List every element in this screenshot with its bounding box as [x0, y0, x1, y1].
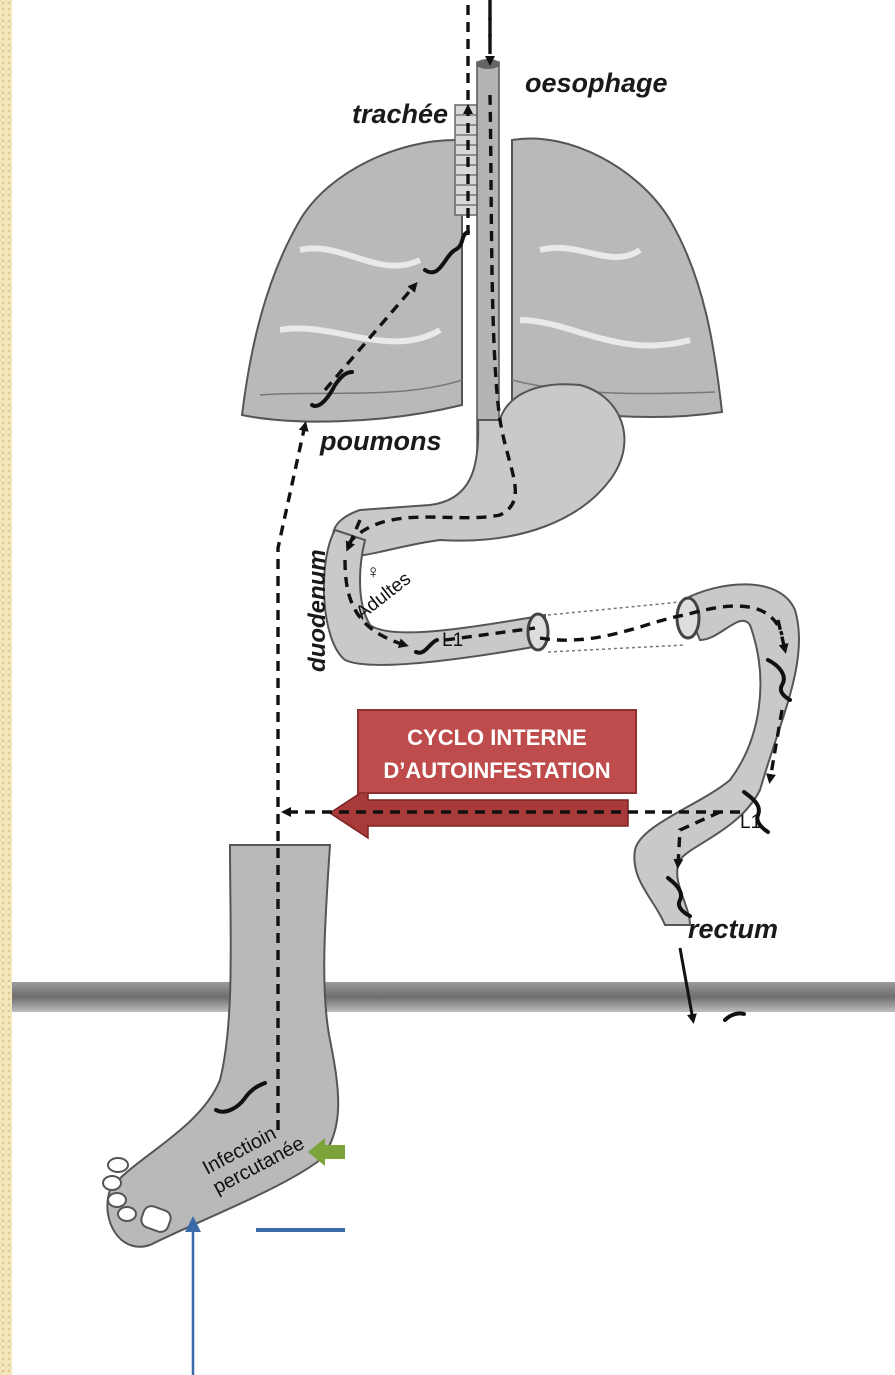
banner-line-1: CYCLO INTERNE [407, 725, 587, 750]
banner-line-2: D’AUTOINFESTATION [383, 758, 610, 783]
female-symbol: ♀ [366, 562, 380, 583]
side-decoration [0, 0, 12, 1375]
esophagus [476, 59, 500, 482]
label-duodenum: duodenum [304, 549, 331, 672]
colon [634, 584, 799, 925]
label-lungs: poumons [319, 426, 442, 456]
label-esophagus: oesophage [525, 68, 668, 98]
label-larva-l1-colon: L1 [740, 812, 761, 833]
label-trachea: trachée [352, 99, 448, 129]
ground-surface [12, 982, 895, 1012]
duodenum [324, 530, 545, 665]
label-larva-l1-duodenum: L1 [442, 630, 463, 651]
label-rectum: rectum [688, 914, 778, 944]
